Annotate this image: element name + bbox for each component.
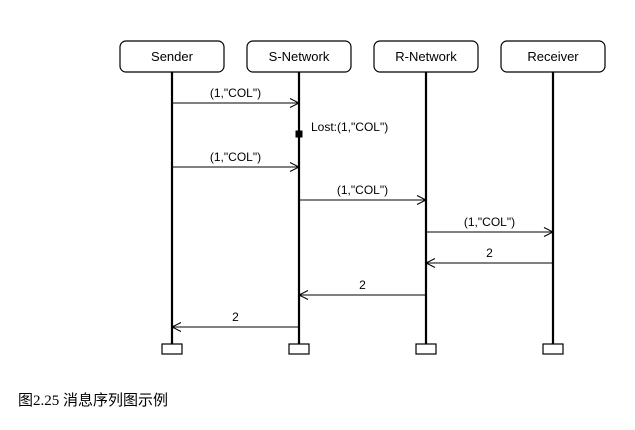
message-arrowhead-1: [289, 98, 301, 108]
message-label-5: (1,"COL"): [464, 215, 515, 229]
lifeline-end-receiver: [542, 343, 564, 355]
sequence-diagram-canvas: Sender S-Network R-Network Receiver (1,"COL"…: [119, 40, 606, 355]
participant-label-s-network: S-Network: [269, 49, 330, 64]
message-arrowhead-5: [543, 227, 555, 237]
message-arrowhead-4: [416, 195, 428, 205]
message-arrowhead-7: [297, 290, 309, 300]
message-label-1: (1,"COL"): [210, 86, 261, 100]
lost-message-label: Lost:(1,"COL"): [311, 120, 388, 134]
message-label-4: (1,"COL"): [337, 183, 388, 197]
lifeline-end-s-network: [288, 343, 310, 355]
caption-figure-number: 图2.25: [18, 393, 60, 409]
lifeline-end-r-network: [415, 343, 437, 355]
message-label-3: (1,"COL"): [210, 150, 261, 164]
message-label-6: 2: [486, 246, 493, 260]
caption-text: 消息序列图示例: [63, 393, 169, 409]
message-label-7: 2: [359, 278, 366, 292]
message-arrowhead-3: [289, 162, 301, 172]
figure-caption: 图2.25 消息序列图示例: [18, 389, 168, 410]
message-label-8: 2: [232, 310, 239, 324]
participant-label-sender: Sender: [151, 49, 194, 64]
message-arrowhead-8: [170, 322, 182, 332]
participant-label-receiver: Receiver: [527, 49, 579, 64]
participant-label-r-network: R-Network: [395, 49, 457, 64]
message-arrowhead-6: [424, 258, 436, 268]
lifeline-end-sender: [161, 343, 183, 355]
lost-message-marker: [295, 130, 303, 138]
